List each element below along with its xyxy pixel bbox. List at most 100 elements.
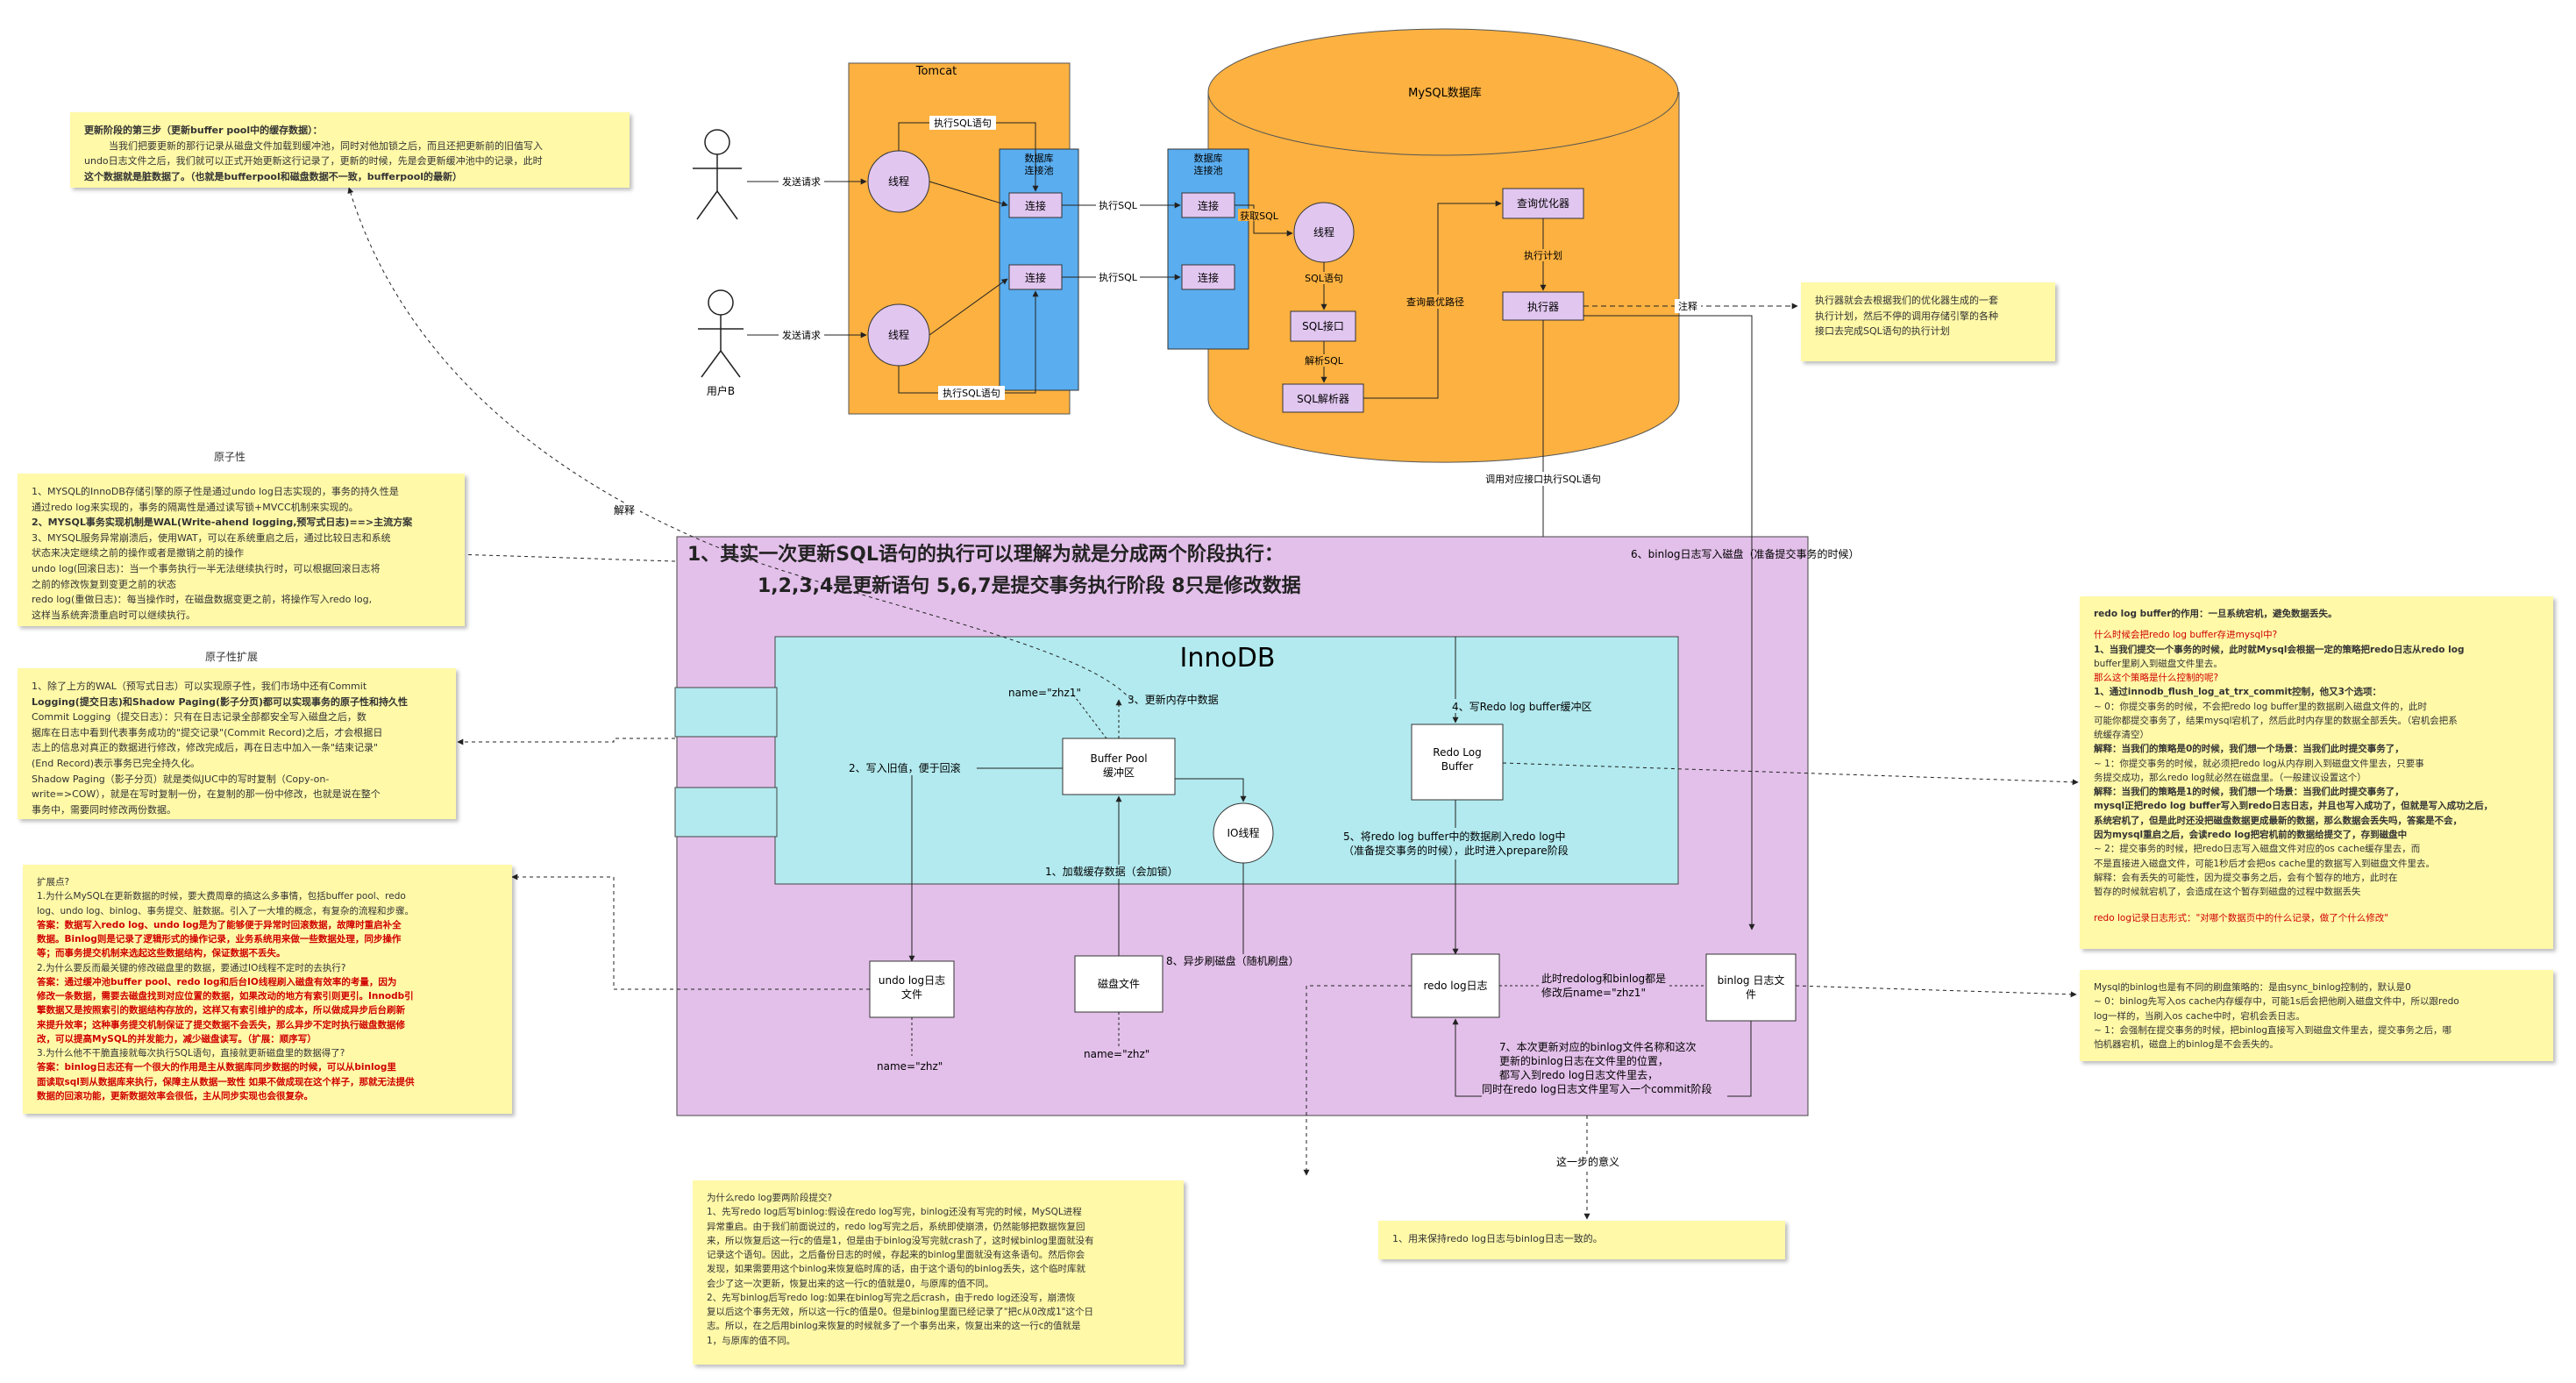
note-extension-1: 1.为什么MySQL在更新数据的时候，要大费周章的搞这么多事情，包括buffer… [37, 891, 406, 902]
note-update-step3-line3: 这个数据就是脏数据了。（也就是bufferpool和磁盘数据不一致，buffer… [84, 170, 463, 182]
note-redo-16: ~ 2：提交事务的时候，把redo日志写入磁盘文件对应的os cache缓存里去… [2094, 844, 2421, 855]
note-two-phase-1: 1、先写redo log后写binlog:假设在redo log写完，binlo… [707, 1207, 1082, 1218]
note-atomicity-ext-0: 1、除了上方的WAL（预写式日志）可以实现原子性，我们市场中还有Commit [32, 681, 367, 692]
note-atomicity-ext-1: Logging(提交日志)和Shadow Paging(影子分页)都可以实现事务… [32, 695, 409, 708]
user-b-label: 用户B [707, 384, 735, 397]
pool-right-label-2: 连接池 [1194, 165, 1223, 176]
edge-call-interface: 调用对应接口执行SQL语句 [1485, 473, 1601, 485]
pool-left-label-2: 连接池 [1025, 165, 1054, 176]
note-redo-buffer: redo log buffer的作用：一旦系统宕机，避免数据丢失。 什么时候会把… [2080, 596, 2553, 949]
note-redo-5: 1、通过innodb_flush_log_at_trx_commit控制，他又3… [2094, 687, 2381, 698]
note-binlog: Mysql的binlog也是有不同的刷盘策略的：是由sync_binlog控制的… [2080, 970, 2553, 1061]
arrow-atomicity [455, 551, 676, 562]
note-extension-14: 面读取sql到从数据库来执行，保障主从数据一致性 如果不做成现在这个样子，那就无… [37, 1076, 415, 1087]
conn-right-1 [1181, 192, 1235, 218]
note-update-step3-line2: undo日志文件之后，我们就可以正式开始更新这行记录了，更新的时候，先是会更新缓… [84, 155, 543, 168]
note-extension-12: 3.为什么他不干脆直接就每次执行SQL语句，直接就更新磁盘里的数据得了? [37, 1048, 345, 1059]
note-atomicity-ext-3: 据库在日志中看到代表事务成功的"提交记录"(Commit Record)之后，才… [32, 726, 383, 738]
note-meaning: 1、用来保持redo log日志与binlog日志一致的。 [1378, 1221, 1785, 1259]
arrow-binlog-write [1583, 315, 1755, 930]
note-two-phase-0: 为什么redo log要两阶段提交? [707, 1193, 833, 1203]
redo-buffer-label-2: Buffer [1441, 760, 1473, 773]
edge-step5-line1: 5、将redo log buffer中的数据刷入redo log中 [1343, 830, 1566, 843]
note-redo-12: 解释：当我们的策略是1的时候，我们想一个场景：当我们此时提交事务了， [2094, 787, 2404, 798]
edge-send-request-1: 发送请求 [782, 175, 821, 188]
note-redo-7: 可能你都提交事务了，结果mysql宕机了，然后此时内存里的数据全部丢失。（宕机会… [2094, 715, 2458, 726]
conn-right-2 [1181, 264, 1235, 290]
note-atomicity: 1、MYSQL的InnoDB存储引擎的原子性是通过undo log日志实现的，事… [18, 474, 465, 626]
note-atomicity-8: 这样当系统奔溃重启时可以继续执行。 [32, 609, 196, 621]
io-thread-label: IO线程 [1228, 826, 1260, 839]
note-executor-2: 接口去完成SQL语句的执行计划 [1815, 325, 1950, 338]
note-executor: 执行器就会去根据我们的优化器生成的一套 执行计划，然后不停的调用存储引擎的各种 … [1801, 282, 2055, 361]
pool-left-label-1: 数据库 [1025, 152, 1054, 164]
innodb-left-block-2 [674, 787, 778, 838]
edge-step1: 1、加载缓存数据（会加锁） [1045, 865, 1178, 878]
undo-log-file [869, 960, 955, 1018]
note-atomicity-5: undo log(回滚日志)：当一个事务执行一半无法继续执行时，可以根据回滚日志… [32, 562, 381, 574]
note-extension: 扩展点? 1.为什么MySQL在更新数据的时候，要大费周章的搞这么多事情，包括b… [23, 865, 512, 1114]
note-redo-21: redo log记录日志形式："对哪个数据页中的什么记录，做了个什么修改" [2094, 913, 2389, 924]
disk-file [1074, 955, 1163, 1013]
arrow-explain [347, 187, 1132, 701]
sql-parser-label: SQL解析器 [1297, 393, 1349, 405]
note-binlog-1: ~ 0：binlog先写入os cache内存缓存中，可能1s后会把他刷入磁盘文… [2094, 996, 2459, 1008]
conn-right-2-label: 连接 [1198, 271, 1219, 284]
edge-explain: 解释 [614, 504, 635, 517]
redo-log-buffer [1411, 724, 1504, 801]
note-atomicity-ext-6: Shadow Paging（影子分页）就是类似JUC中的写时复制（Copy-on… [32, 773, 330, 785]
note-redo-13: mysql正把redo log buffer写入到redo日志日志，并且也写入成… [2094, 801, 2494, 812]
tomcat-thread-2-label: 线程 [888, 328, 909, 341]
note-two-phase-5: 发现，如果需要用这个binlog来恢复临时库的话，由于这个语句的binlog丢失… [707, 1264, 1085, 1275]
edge-name-zhz1: name="zhz1" [1008, 687, 1081, 699]
note-two-phase-8: 复以后这个事务无效，所以这一行c的值是0。但是binlog里面已经记录了"把c从… [707, 1307, 1093, 1318]
note-extension-2: log、undo log、binlog、事务提交、脏数据。引入了一大堆的概念，有… [37, 905, 414, 916]
note-atomicity-ext-4: 志上的信息对真正的数据进行修改，修改完成后，再在日志中加入一条"结束记录" [32, 742, 379, 754]
note-atomicity-ext: 1、除了上方的WAL（预写式日志）可以实现原子性，我们市场中还有Commit L… [18, 668, 456, 819]
pool-right-label-1: 数据库 [1194, 152, 1223, 164]
redo-buffer-label-1: Redo Log [1433, 746, 1481, 759]
note-extension-9: 擎数据又是按照索引的数据结构存放的，这样又有索引维护的成本，所以做成异步后台刷新 [37, 1005, 405, 1016]
executor [1502, 291, 1584, 321]
note-redo-11: 务提交成功，那么redo log就必然在磁盘里。（一般建议设置这个） [2094, 772, 2366, 783]
note-extension-8: 修改一条数据，需要去磁盘找到对应位置的数据，如果改动的地方有索引则更引。Inno… [37, 991, 414, 1002]
arrow-redo-bottom-note [1303, 985, 1412, 1176]
binlog-file [1705, 953, 1797, 1022]
edge-sql-stmt: SQL语句 [1305, 273, 1343, 284]
note-redo-1: 什么时候会把redo log buffer存进mysql中? [2094, 630, 2278, 641]
arrow-binlog-note [1795, 985, 2077, 998]
buffer-pool [1062, 738, 1176, 795]
buffer-pool-label-2: 缓冲区 [1103, 766, 1135, 779]
connection-pool-right [1167, 148, 1249, 350]
note-two-phase-10: 1，与原库的值不同。 [707, 1335, 796, 1346]
phase-title-line1: 1、其实一次更新SQL语句的执行可以理解为就是分成两个阶段执行： [687, 544, 1284, 566]
phase-title: 1、其实一次更新SQL语句的执行可以理解为就是分成两个阶段执行： 1,2,3,4… [687, 538, 1792, 598]
undo-file-label-2: 文件 [901, 987, 922, 1001]
note-atomicity-ext-7: write=>COW），就是在写时复制一份，在复制的那一份中修改，也就是说在整个 [32, 788, 381, 801]
note-atomicity-6: 之前的修改恢复到变更之前的状态 [32, 578, 176, 590]
note-atomicity-4: 状态来决定继续之前的操作或者是撤销之前的操作 [32, 547, 244, 560]
edge-step8: 8、异步刷磁盘（随机刷盘） [1166, 954, 1299, 967]
edge-same-line1: 此时redolog和binlog都是 [1541, 973, 1666, 985]
atomicity-ext-title: 原子性扩展 [205, 651, 259, 663]
note-two-phase-4: 记录这个语句。因此，之后备份日志的时候，存起来的binlog里面就没有这条语句。… [707, 1250, 1085, 1261]
mysql-cylinder [1207, 28, 1680, 463]
note-atomicity-7: redo log(重做日志)：每当操作时，在磁盘数据变更之前，将操作写入redo… [32, 594, 373, 606]
note-redo-3: buffer里刷入到磁盘文件里去。 [2094, 658, 2223, 669]
executor-label: 执行器 [1527, 301, 1559, 313]
sql-interface [1290, 310, 1356, 342]
note-update-step3-title: 更新阶段的第三步（更新buffer pool中的缓存数据）： [84, 125, 323, 136]
mysql-label: MySQL数据库 [1408, 86, 1482, 100]
edge-step2: 2、写入旧值，便于回滚 [849, 761, 961, 774]
tomcat-label: Tomcat [915, 65, 957, 78]
note-binlog-2: log一样的，当刷入os cache中时，宕机会丢日志。 [2094, 1010, 2305, 1022]
note-atomicity-2: 2、MYSQL事务实现机制是WAL(Write-ahend logging,预写… [32, 517, 413, 529]
arrow-extension [511, 873, 870, 990]
note-atomicity-3: 3、MYSQL服务异常崩溃后，使用WAT，可以在系统重启之后，通过比较日志和系统 [32, 531, 391, 544]
note-executor-0: 执行器就会去根据我们的优化器生成的一套 [1815, 295, 1998, 306]
edge-name-zhz-undo: name="zhz" [877, 1060, 943, 1073]
note-binlog-4: 怕机器宕机，磁盘上的binlog是不会丢失的。 [2094, 1039, 2279, 1051]
sql-parser [1282, 383, 1364, 413]
edge-step3: 3、更新内存中数据 [1128, 693, 1219, 706]
